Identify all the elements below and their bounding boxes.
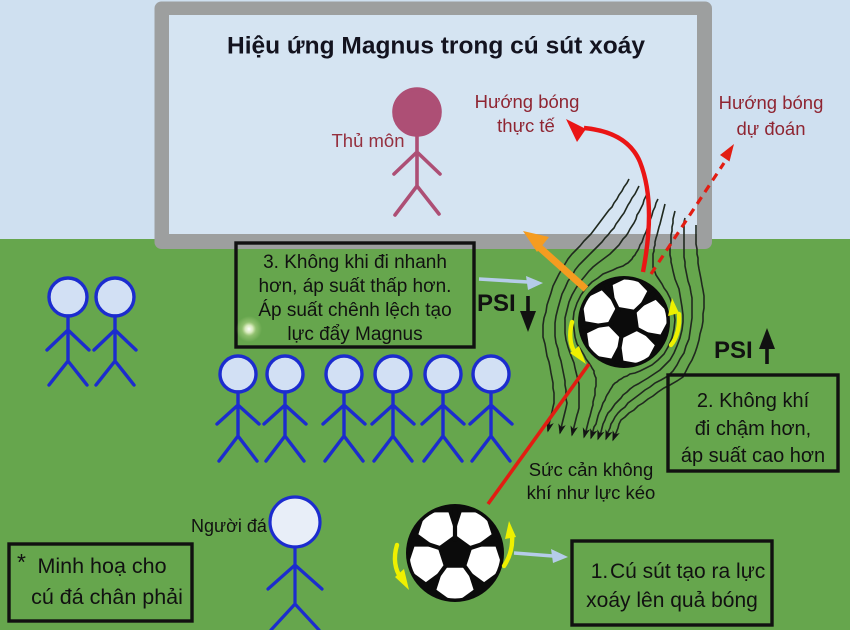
svg-text:PSI: PSI [477, 290, 516, 317]
svg-text:Hiệu ứng Magnus trong cú sút x: Hiệu ứng Magnus trong cú sút xoáy [227, 33, 645, 60]
svg-text:Người đá: Người đá [191, 516, 268, 536]
svg-text:Sức cản không: Sức cản không [529, 459, 654, 480]
svg-text:xoáy lên quả bóng: xoáy lên quả bóng [586, 589, 758, 612]
svg-text:đi chậm hơn,: đi chậm hơn, [695, 418, 812, 440]
svg-text:1. Cú sút tạo ra lực: 1. Cú sút tạo ra lực [591, 560, 766, 583]
svg-text:2. Không khí: 2. Không khí [697, 390, 810, 412]
svg-text:áp suất cao hơn: áp suất cao hơn [681, 445, 825, 467]
svg-text:cú đá chân phải: cú đá chân phải [31, 585, 183, 609]
svg-text:3. Không khi đi nhanh: 3. Không khi đi nhanh [263, 252, 447, 273]
svg-text:thực tế: thực tế [497, 115, 555, 136]
svg-text:lực đẩy Magnus: lực đẩy Magnus [287, 324, 422, 345]
svg-text:dự đoán: dự đoán [737, 118, 806, 139]
svg-text:Minh hoạ cho: Minh hoạ cho [37, 554, 166, 578]
svg-text:khí như lực kéo: khí như lực kéo [527, 482, 656, 503]
svg-text:*: * [17, 549, 26, 575]
svg-text:PSI: PSI [714, 337, 753, 364]
svg-text:Hướng bóng: Hướng bóng [719, 92, 824, 113]
svg-text:Áp suất chênh lệch tạo: Áp suất chênh lệch tạo [258, 300, 451, 321]
svg-text:hơn, áp suất thấp hơn.: hơn, áp suất thấp hơn. [259, 276, 452, 297]
svg-text:Thủ môn: Thủ môn [331, 130, 404, 151]
svg-text:Hướng bóng: Hướng bóng [475, 91, 580, 112]
